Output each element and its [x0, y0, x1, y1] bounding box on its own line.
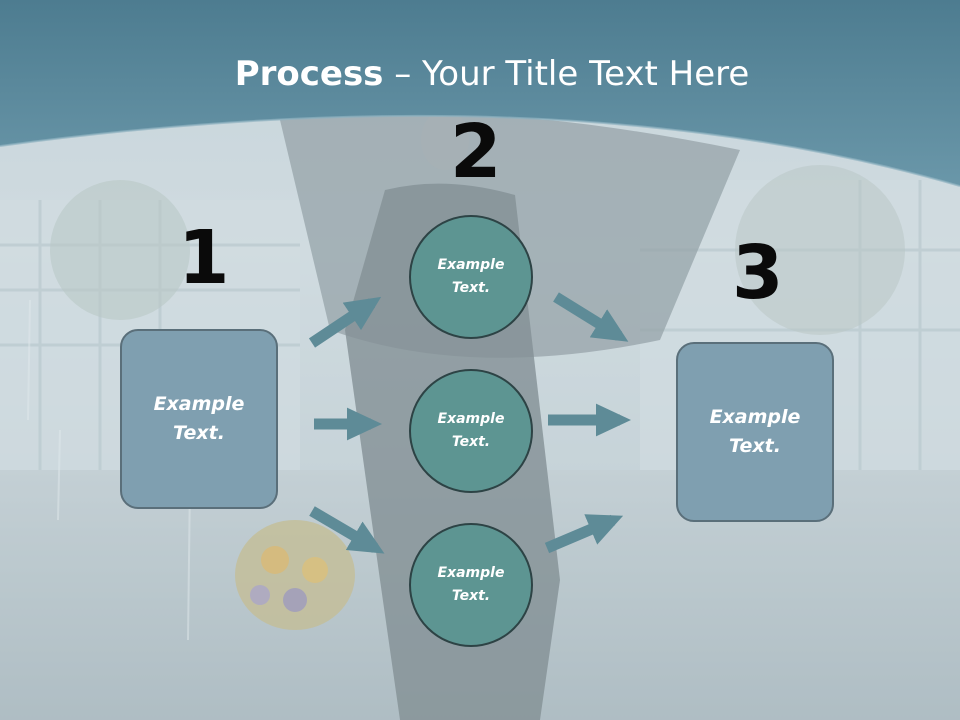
step-number-3: 3 [732, 230, 784, 316]
title-bold: Process [234, 54, 384, 94]
circle-bottom[interactable]: Example Text. [409, 523, 533, 647]
title-rest: – Your Title Text Here [383, 54, 750, 94]
circle-bottom-label: Example Text. [437, 565, 505, 604]
arrow-left-to-top [308, 296, 382, 348]
arrow-left-to-bottom [309, 506, 385, 554]
slide-title: Process – Your Title Text Here [0, 52, 960, 96]
left-box-label: Example Text. [153, 393, 245, 444]
circle-top-label: Example Text. [437, 257, 505, 296]
arrow-top-to-right [553, 292, 629, 342]
step-number-1: 1 [178, 215, 230, 301]
circle-middle-label: Example Text. [437, 411, 505, 450]
right-box-label: Example Text. [709, 406, 801, 457]
right-text-box[interactable]: Example Text. [676, 342, 834, 522]
circle-middle[interactable]: Example Text. [409, 369, 533, 493]
circle-top[interactable]: Example Text. [409, 215, 533, 339]
arrow-bottom-to-right [544, 514, 624, 554]
left-text-box[interactable]: Example Text. [120, 329, 278, 509]
step-number-2: 2 [450, 109, 502, 195]
